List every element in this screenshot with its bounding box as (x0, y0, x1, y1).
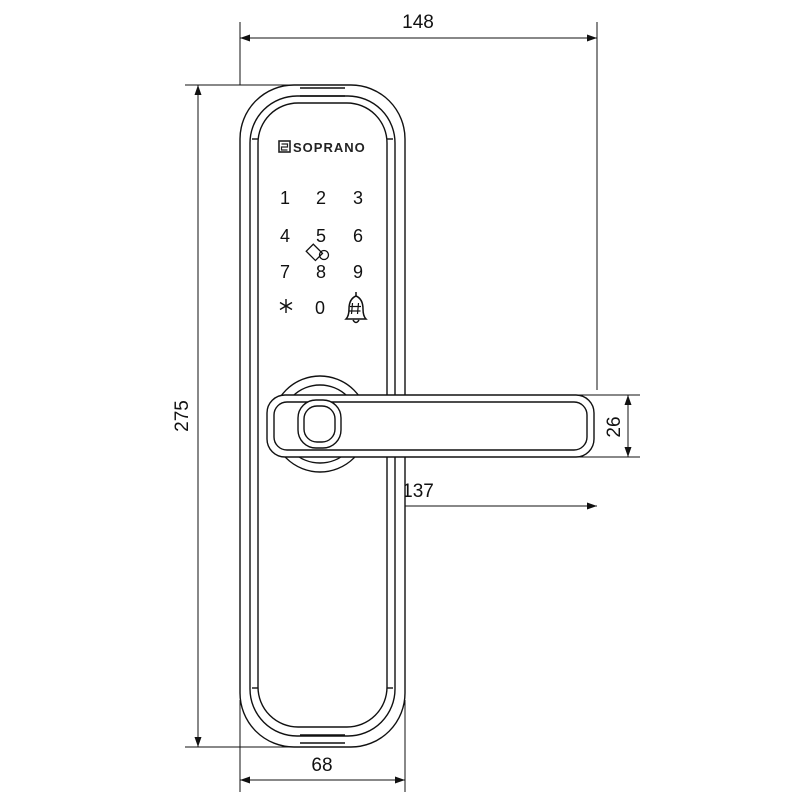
key-4[interactable]: 4 (280, 226, 290, 246)
brand-logo: SOPRANO (278, 140, 366, 155)
key-9[interactable]: 9 (353, 262, 363, 282)
dimension-handle-height-label: 26 (604, 416, 625, 437)
bell-icon[interactable]: # (344, 292, 368, 324)
dimension-overall-width-label: 148 (402, 12, 434, 33)
key-8[interactable]: 8 (316, 262, 326, 282)
dimension-handle-length-label: 137 (402, 481, 434, 502)
dimension-plate-width (239, 700, 406, 792)
key-6[interactable]: 6 (353, 226, 363, 246)
key-1[interactable]: 1 (280, 188, 290, 208)
dimension-overall-width (239, 22, 598, 390)
brand-logo-mark (278, 140, 291, 153)
card-reader-icon (305, 243, 330, 262)
dimension-plate-width-label: 68 (311, 755, 332, 776)
key-7[interactable]: 7 (280, 262, 290, 282)
fingerprint-sensor[interactable] (297, 399, 342, 449)
lever-handle[interactable] (266, 394, 595, 458)
dimension-overall-height-label: 275 (172, 400, 193, 432)
keypad: 1 2 3 4 5 6 7 8 9 0 * # (279, 188, 368, 324)
key-5[interactable]: 5 (316, 226, 326, 246)
brand-logo-text: SOPRANO (293, 140, 366, 155)
key-star[interactable]: * (279, 299, 293, 313)
dimension-handle-height (575, 394, 640, 458)
key-3[interactable]: 3 (353, 188, 363, 208)
key-0[interactable]: 0 (315, 298, 325, 318)
key-2[interactable]: 2 (316, 188, 326, 208)
